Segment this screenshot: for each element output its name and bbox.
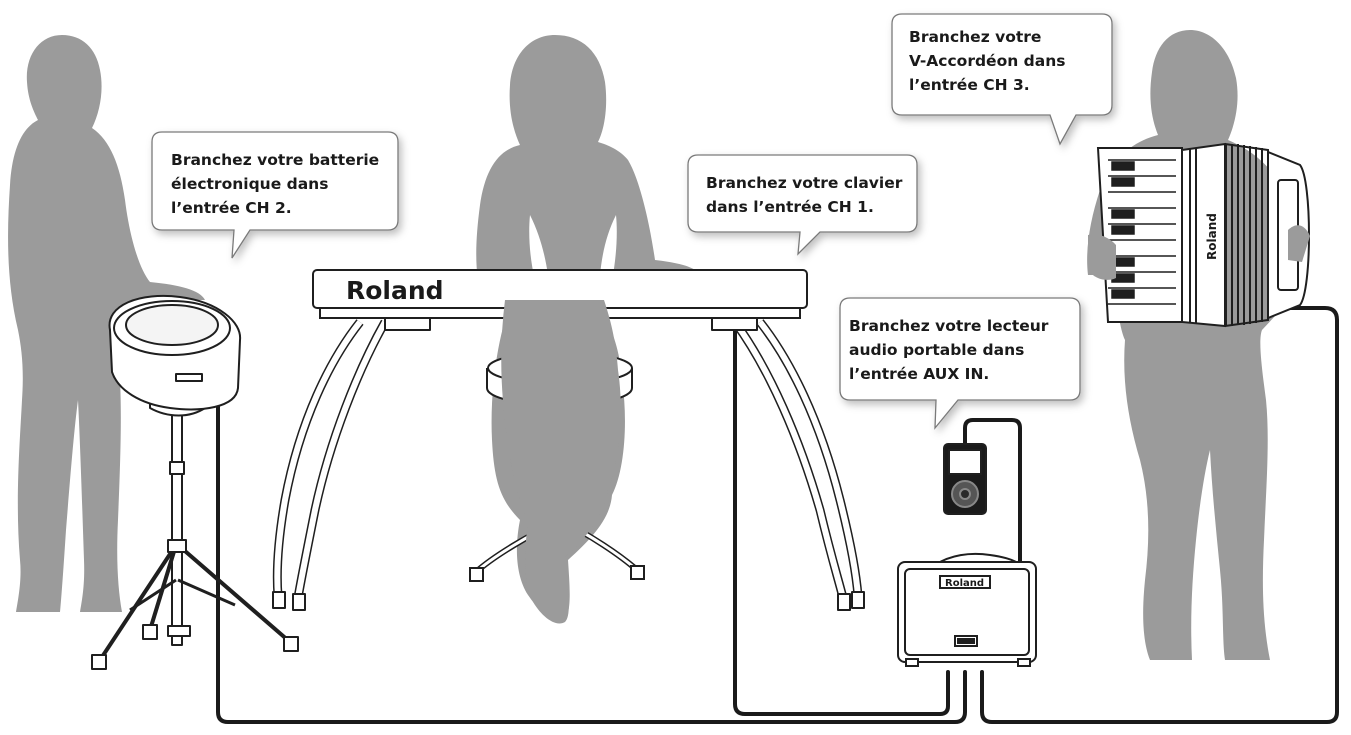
accordionist-hands-silhouette (1088, 225, 1310, 280)
accordion-keys (1108, 159, 1176, 305)
cable-keyboard-to-amp (733, 318, 950, 716)
cable-accordion-to-amp (980, 306, 1339, 724)
bubble-text-keyboard: Branchez votre clavier dans l’entrée CH … (706, 174, 908, 216)
person-drummer-silhouette (8, 35, 206, 612)
speech-bubble-keyboard (687, 154, 918, 256)
bubble-text-audio-player: Branchez votre lecteur audio portable da… (849, 317, 1054, 383)
accordion-bellows (1181, 142, 1310, 328)
keyboard-brand-logo: Roland (346, 276, 444, 305)
speech-bubble-audio-player (839, 297, 1081, 430)
keyboard: Roland (312, 269, 808, 319)
accordion-brand-logo: Roland (1205, 213, 1219, 260)
electronic-drum-pad (91, 295, 299, 670)
amplifier-brand-logo: Roland (945, 578, 984, 589)
bubble-text-drums: Branchez votre batterie électronique dan… (171, 151, 385, 217)
bubble-text-accordion: Branchez votre V-Accordéon dans l’entrée… (909, 28, 1071, 94)
cables (216, 306, 1339, 724)
amplifier: Roland (897, 552, 1037, 667)
cable-drums-to-amp (216, 403, 967, 724)
cable-player-to-amp (963, 418, 1022, 567)
keyboardist-legs-silhouette (501, 300, 621, 624)
person-accordionist-silhouette (1087, 30, 1302, 660)
drum-pad-body (108, 295, 242, 411)
drum-stand (91, 387, 299, 670)
portable-audio-player (943, 443, 987, 515)
speech-bubble-accordion (891, 13, 1113, 146)
speech-bubble-drums (151, 131, 399, 259)
accordion: Roland (1096, 142, 1310, 328)
